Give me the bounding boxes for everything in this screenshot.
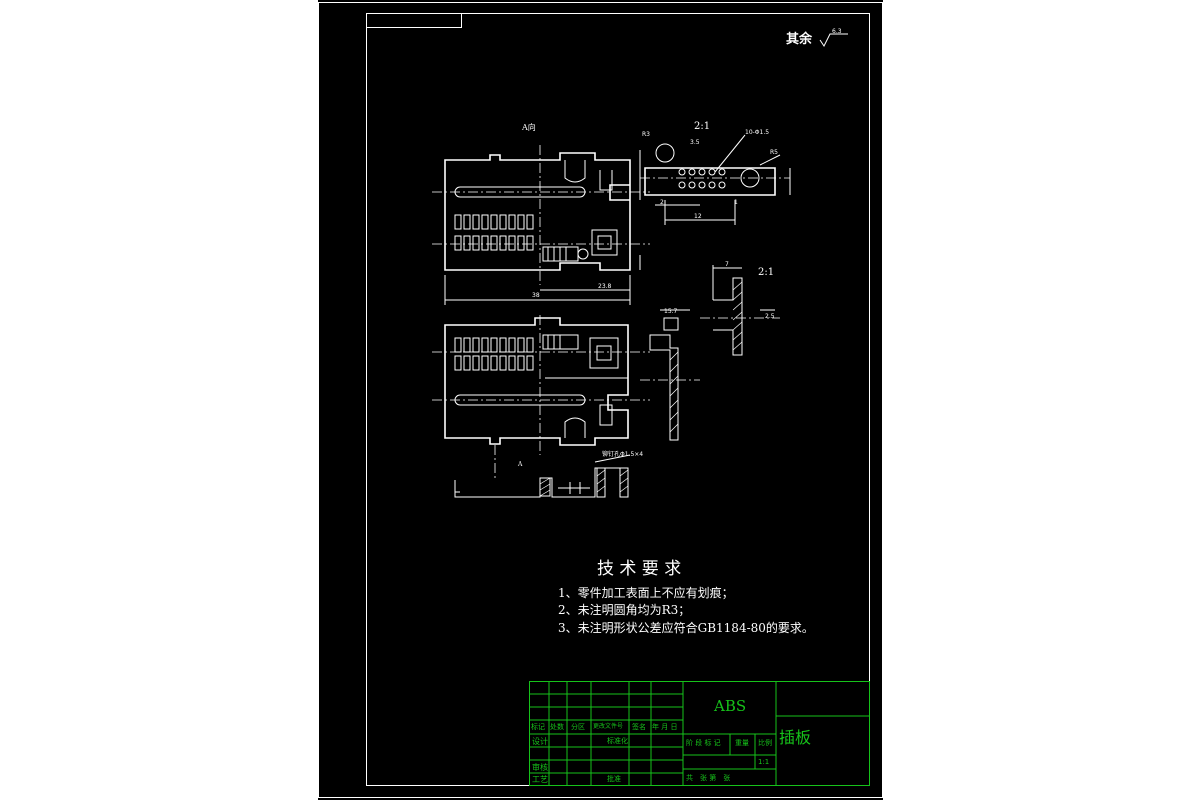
roughness-symbol [819,33,848,47]
header-cell-3: 分区 [571,723,585,731]
side-view [640,309,700,441]
dim-3-5: 3.5 [690,139,700,146]
grille-bottom [454,337,534,371]
section-view [454,454,631,498]
dim-7: 7 [725,261,729,268]
header-cell-1: 标记 [531,723,545,731]
row-label-design: 设计 [532,737,548,746]
stage-cell-3: 比例 [758,739,772,747]
grille-top [454,214,534,251]
outer-border [318,2,883,798]
dim-23-8: 23.8 [598,283,612,290]
plan-view-top [432,145,650,305]
roughness-value: 6.3 [832,28,842,35]
header-cell-5: 签名 [632,723,646,731]
header-cell-2: 处数 [550,723,564,731]
row-label-process: 工艺 [532,775,548,784]
mid-label-approve: 批准 [607,775,621,783]
inner-border [366,13,870,786]
section-a-label: A [518,461,523,468]
roughness-note: 其余 [786,32,813,47]
tech-req-item-2: 2、未注明圆角均为R3； [558,603,691,617]
tech-req-title: 技 术 要 求 [597,559,682,579]
view-a-label: A向 [522,123,536,132]
dim-r3: R3 [642,131,650,138]
material-label: ABS [714,697,747,715]
plan-view-bottom [432,315,650,478]
detail-top [639,134,791,225]
dim-2-5: 2.5 [765,313,775,320]
detail-profile [700,265,780,356]
reverse-code-box [366,13,462,28]
title-block-lines [529,681,870,786]
part-name: 插板 [779,728,812,747]
dim-overall: 38 [532,292,540,299]
scale-top-label: 2:1 [694,121,711,132]
tech-req-item-3: 3、未注明形状公差应符合GB1184-80的要求。 [558,621,814,635]
row-label-review: 审核 [532,763,548,772]
sheet-info: 共 张 第 张 [686,774,731,782]
dim-1: 1 [734,199,738,206]
scale-value: 1:1 [758,758,770,766]
dim-12: 12 [694,213,702,220]
stage-cell-1: 阶 段 标 记 [686,739,721,747]
dim-r5: R5 [770,149,778,156]
stage-cell-2: 重量 [735,739,749,747]
dim-holes: 10-Φ1.5 [745,129,770,136]
mid-label-standard: 标准化 [607,737,628,745]
dim-15-7: 15.7 [664,308,678,315]
tech-req-item-1: 1、零件加工表面上不应有划痕； [558,586,734,600]
header-cell-6: 年 月 日 [652,723,678,731]
dim-2: 2 [660,199,664,206]
scale-mid-label: 2:1 [758,267,775,278]
header-cell-4: 更改文件号 [593,723,624,730]
wall-note: 铆钉孔Φ1.5×4 [602,451,644,458]
